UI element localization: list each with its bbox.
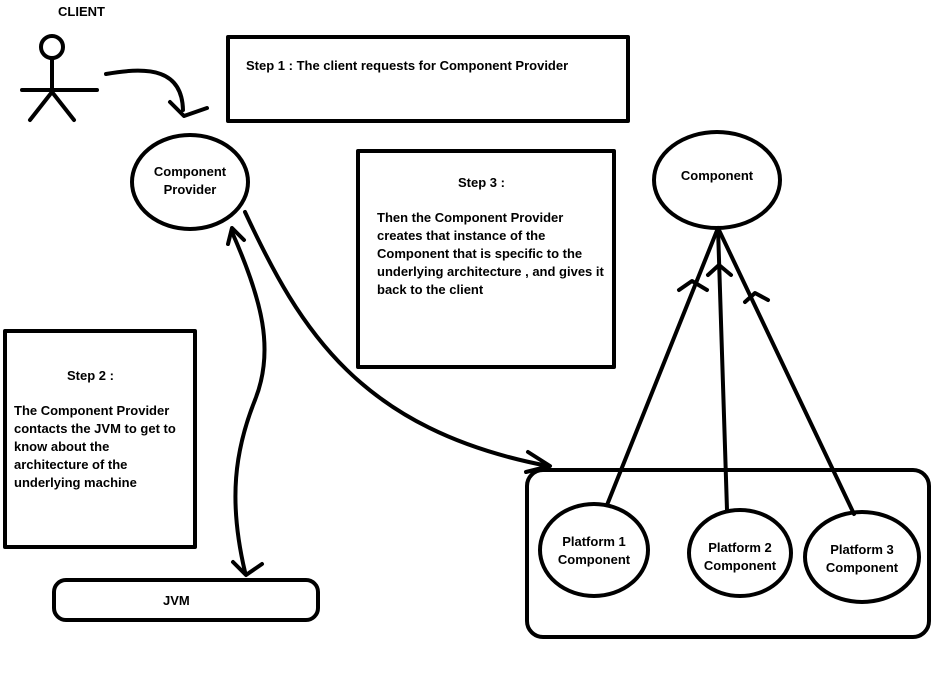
step2-box [3,329,197,549]
client-label: CLIENT [58,4,105,19]
platform-3-label-line1: Platform 3 [830,542,894,557]
component-label: Component [680,168,754,183]
platform-2-to-component-arrow [706,226,733,512]
platform-2-label-line1: Platform 2 [708,540,772,555]
platform-1-to-component-arrow [605,226,720,507]
provider-label-line1: Component [153,164,227,179]
step2-line: The Component Provider [14,403,170,418]
step2-heading: Step 2 : [67,368,114,383]
step3-body: Then the Component Provider creates that… [377,209,604,299]
jvm-label: JVM [163,593,190,608]
step3-line: back to the client [377,282,484,297]
platform-1-label-line2: Component [557,552,631,567]
platform-2-node [687,508,793,598]
step3-line: creates that instance of the [377,228,546,243]
step2-line: underlying machine [14,475,137,490]
platform-1-label-line1: Platform 1 [562,534,626,549]
step1-box [226,35,630,123]
step3-line: Then the Component Provider [377,210,564,225]
client-stick-figure [20,34,99,122]
client-to-provider-arrow [104,68,209,118]
platform-2-label-line2: Component [703,558,777,573]
platform-2-label: Platform 2 Component [689,539,791,575]
step2-line: architecture of the [14,457,128,472]
step2-body: The Component Provider contacts the JVM … [14,402,176,492]
jvm-node [52,578,320,622]
step3-line: Component that is specific to the [377,246,583,261]
provider-label-line2: Provider [163,182,217,197]
component-provider-node [130,133,250,231]
step3-heading: Step 3 : [458,175,505,190]
step2-line: know about the [14,439,110,454]
platform-1-node [538,502,650,598]
provider-jvm-arrow [226,226,267,577]
platform-3-label: Platform 3 Component [805,541,919,577]
platform-container [525,468,931,639]
platform-3-label-line2: Component [825,560,899,575]
step1-text: Step 1 : The client requests for Compone… [246,58,569,73]
provider-platform-arrow [243,210,552,474]
step3-box [356,149,616,369]
provider-label: Component Provider [132,163,248,199]
step2-line: contacts the JVM to get to [14,421,176,436]
platform-3-node [803,510,921,604]
platform-1-label: Platform 1 Component [540,533,648,569]
step3-line: underlying architecture , and gives it [377,264,604,279]
platform-3-to-component-arrow [716,226,856,516]
